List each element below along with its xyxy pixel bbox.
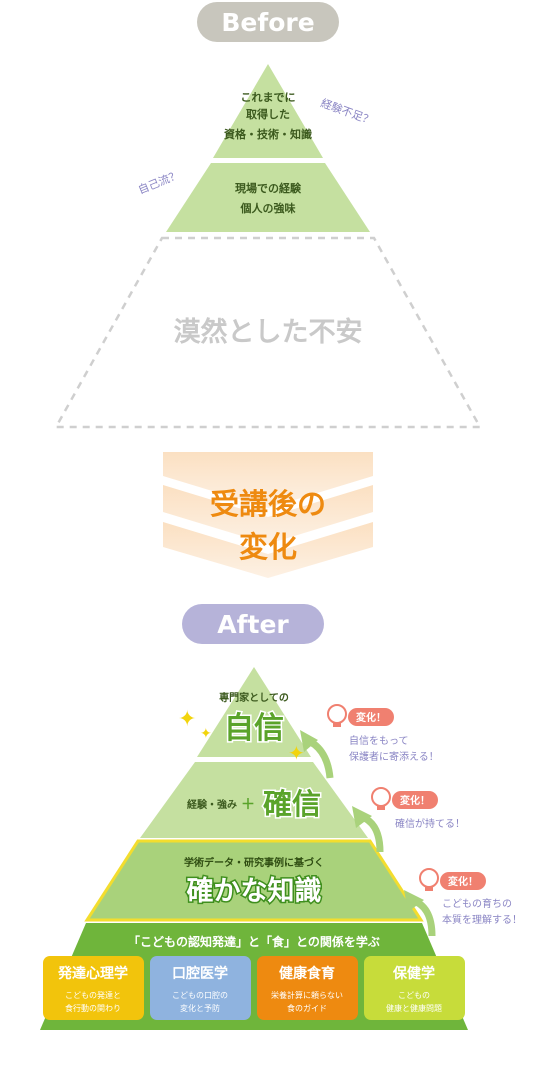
lightbulb-base xyxy=(425,887,433,891)
after-tier2-plus: ＋ xyxy=(241,797,255,813)
subject-desc-2: 食行動の関わり xyxy=(65,1003,121,1013)
change-text-1: 自信をもって xyxy=(349,734,409,747)
subject-desc-2: 健康と健康問題 xyxy=(386,1003,442,1013)
subject-title: 健康食育 xyxy=(279,965,335,982)
subject-desc-1: 栄養計算に頼らない xyxy=(271,990,343,1000)
change-text-2: 保護者に寄添える！ xyxy=(349,750,439,763)
before-tier2-line2: 個人の強味 xyxy=(240,201,296,215)
subject-desc-1: こどもの口腔の xyxy=(172,990,228,1000)
before-tier1-line1: これまでに xyxy=(241,91,296,104)
before-tier2-line1: 現場での経験 xyxy=(235,181,302,195)
change-badge-label: 変化！ xyxy=(400,794,430,807)
sparkle-icon: ✦ xyxy=(178,707,196,732)
change-badge-label: 変化！ xyxy=(356,711,386,724)
subject-desc-2: 変化と予防 xyxy=(180,1003,220,1013)
after-tier1-big: 自信 xyxy=(224,711,284,746)
down-chevron-2 xyxy=(163,485,373,544)
subject-card: 口腔医学 こどもの口腔の 変化と予防 xyxy=(150,956,251,1020)
subject-card: 健康食育 栄養計算に頼らない 食のガイド xyxy=(257,956,358,1020)
change-callout-3: 変化！ こどもの育ちの 本質を理解する！ xyxy=(404,868,522,937)
before-tier3-label: 漠然とした不安 xyxy=(174,316,363,348)
change-callout-1: 変化！ 自信をもって 保護者に寄添える！ xyxy=(300,704,439,779)
after-pyramid-middle xyxy=(140,762,368,838)
change-badge xyxy=(440,872,486,890)
subject-desc-2: 食のガイド xyxy=(287,1003,327,1013)
down-chevron-3 xyxy=(163,522,373,578)
transition-line1: 受講後の xyxy=(210,487,326,521)
base-title: 「こどもの認知発達」と「食」との関係を学ぶ xyxy=(128,934,380,949)
transition-line2: 変化 xyxy=(239,530,297,564)
change-text-1: こどもの育ちの xyxy=(442,897,512,910)
subject-card-bg xyxy=(257,956,358,1020)
subject-title: 口腔医学 xyxy=(172,965,228,982)
after-pyramid-top xyxy=(197,667,311,757)
lightbulb-icon xyxy=(371,787,391,807)
after-tier2-small: 経験・強み xyxy=(187,798,237,811)
before-tier1-line2: 取得した xyxy=(246,107,290,121)
before-pyramid-middle xyxy=(166,163,370,232)
after-pyramid-base xyxy=(40,923,468,1030)
before-pyramid-base-dashed xyxy=(53,236,483,429)
after-tier3-big: 確かな知識 xyxy=(187,875,322,907)
change-text-2: 本質を理解する！ xyxy=(442,913,522,926)
subject-card-bg xyxy=(150,956,251,1020)
change-text-1: 確信が持てる！ xyxy=(395,817,465,830)
change-callout-2: 変化！ 確信が持てる！ xyxy=(352,787,465,853)
lightbulb-icon xyxy=(327,704,347,724)
before-section: Before これまでに 取得した 資格・技術・知識 現場での経験 個人の強味 … xyxy=(53,2,483,429)
before-pill xyxy=(197,2,339,42)
after-section: After 専門家としての 自信 ✦ ✦ ✦ ✦ 経験・強み ＋ 確信 学術デー… xyxy=(40,604,522,1030)
subject-title: 発達心理学 xyxy=(57,965,128,982)
after-label: After xyxy=(217,610,289,639)
subject-card-bg xyxy=(43,956,144,1020)
lightbulb-base xyxy=(333,723,341,727)
after-pyramid-knowledge xyxy=(84,839,424,922)
note-self-taught: 自己流？ xyxy=(136,167,182,196)
change-badge xyxy=(392,791,438,809)
before-pyramid-top xyxy=(213,64,323,158)
subject-desc-1: こどもの発達と xyxy=(65,990,121,1000)
subject-card: 発達心理学 こどもの発達と 食行動の関わり xyxy=(43,956,144,1020)
arrow-head xyxy=(352,806,372,828)
subject-card: 保健学 こどもの 健康と健康問題 xyxy=(364,956,465,1020)
lightbulb-icon xyxy=(419,868,439,888)
after-tier1-small: 専門家としての xyxy=(219,691,289,704)
subject-desc-1: こどもの xyxy=(398,991,430,1000)
sparkle-icon: ✦ xyxy=(200,726,212,742)
down-chevron-1 xyxy=(163,452,373,508)
sparkle-icon: ✦ xyxy=(288,741,305,765)
after-tier3-small: 学術データ・研究事例に基づく xyxy=(184,856,324,869)
transition-section: 受講後の 変化 xyxy=(163,452,373,578)
after-pill xyxy=(182,604,324,644)
change-badge-label: 変化！ xyxy=(448,875,478,888)
after-tier2-big: 確信 xyxy=(263,787,321,821)
arrow-head xyxy=(404,890,424,912)
note-lack-experience: 経験不足？ xyxy=(319,96,375,128)
change-badge xyxy=(348,708,394,726)
subject-card-bg xyxy=(364,956,465,1020)
lightbulb-base xyxy=(377,806,385,810)
before-tier1-line3: 資格・技術・知識 xyxy=(224,127,312,141)
arrow-head xyxy=(300,730,318,752)
subject-title: 保健学 xyxy=(392,965,435,982)
before-label: Before xyxy=(221,8,314,37)
